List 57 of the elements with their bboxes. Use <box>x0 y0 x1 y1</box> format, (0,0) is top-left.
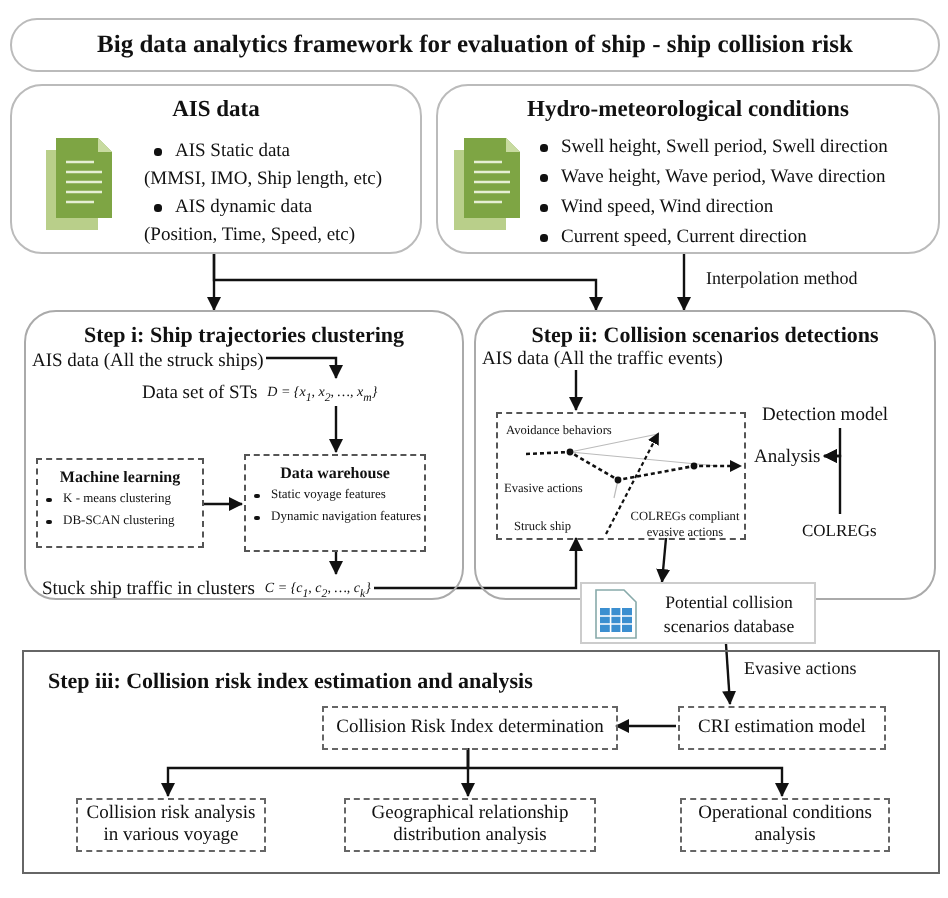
data-source-panel <box>10 84 422 254</box>
arrow <box>722 643 737 705</box>
box-heading: Machine learning <box>57 468 183 486</box>
bullet-item: AIS Static data <box>175 140 291 166</box>
arrow <box>677 254 691 311</box>
process-box <box>680 798 890 852</box>
scenario-box <box>496 412 746 540</box>
bullet-item: Current speed, Current direction <box>561 226 807 252</box>
dashed-box <box>36 458 204 548</box>
process-box <box>322 706 618 750</box>
title-banner: Big data analytics framework for evaluation of ship - ship collision risk <box>10 18 940 72</box>
edge-label: Interpolation method <box>704 268 860 288</box>
detail-text: (MMSI, IMO, Ship length, etc) <box>144 168 383 194</box>
process-box <box>344 798 596 852</box>
bullet-item: Wave height, Wave period, Wave direction <box>561 166 886 192</box>
edge-label: Evasive actions <box>742 658 859 678</box>
arrow <box>615 719 676 733</box>
step-heading: Step i: Ship trajectories clustering <box>81 324 407 348</box>
detail-text: (Position, Time, Speed, etc) <box>144 224 356 250</box>
box-heading: Data warehouse <box>278 464 392 482</box>
data-source-panel <box>436 84 940 254</box>
flow-text: COLREGs <box>802 519 877 539</box>
database-label: Potential collision scenarios database <box>661 589 797 637</box>
flow-text: AIS data (All the traffic events) <box>482 349 723 369</box>
step-heading: Step ii: Collision scenarios detections <box>529 324 881 348</box>
section-heading: AIS data <box>170 98 262 122</box>
arrow <box>212 254 603 311</box>
flow-text: Detection model <box>762 406 889 426</box>
flow-text: Data set of STs <box>142 384 258 404</box>
arrow <box>656 537 671 583</box>
step-panel <box>24 310 464 600</box>
process-box <box>76 798 266 852</box>
arrow <box>329 406 343 453</box>
arrow <box>823 449 842 514</box>
flow-text: AIS data (All the struck ships) <box>32 351 264 371</box>
process-label: Collision Risk Index determination <box>334 717 606 739</box>
step-panel <box>22 650 940 874</box>
arrow <box>329 550 343 575</box>
process-box <box>678 706 886 750</box>
process-label: Collision risk analysis in various voyage <box>84 803 258 847</box>
arrow <box>266 356 343 379</box>
process-label: Operational conditions analysis <box>696 803 874 847</box>
flow-text: Stuck ship traffic in clusters <box>42 580 255 600</box>
process-label: CRI estimation model <box>696 717 868 739</box>
bullet-item: Wind speed, Wind direction <box>561 196 774 222</box>
step-heading: Step iii: Collision risk index estimation and analysis <box>46 670 535 694</box>
arrow <box>374 537 583 590</box>
process-label: Geographical relationship distribution analysis <box>369 803 571 847</box>
arrow <box>466 748 789 797</box>
arrow <box>202 497 243 511</box>
flow-text: Analysis <box>754 448 821 468</box>
database-box <box>580 582 816 644</box>
arrow <box>569 370 583 411</box>
dashed-box <box>244 454 426 552</box>
bullet-item: Swell height, Swell period, Swell direction <box>561 136 888 162</box>
bullet-item: AIS dynamic data <box>175 196 313 222</box>
section-heading: Hydro-meteorological conditions <box>525 98 851 122</box>
